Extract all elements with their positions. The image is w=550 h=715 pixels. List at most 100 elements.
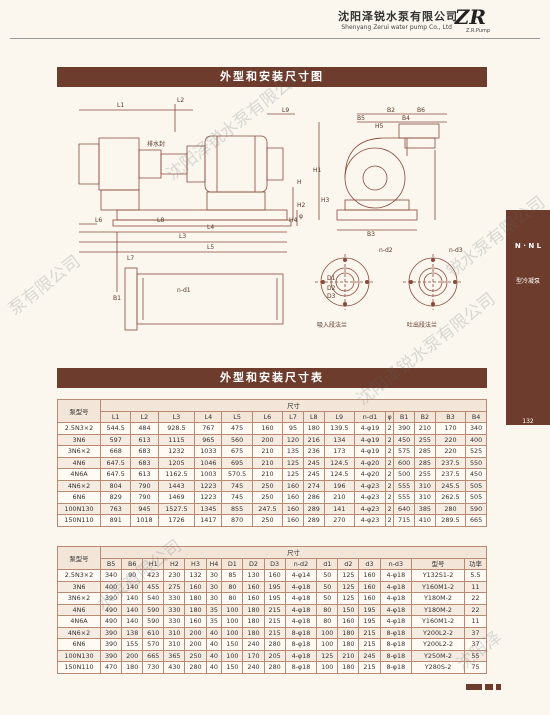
table-cell: 2: [385, 422, 395, 435]
table-cell: 1443: [157, 479, 196, 492]
table-cell: 1033: [194, 445, 223, 458]
table-cell: 4-φ18: [284, 615, 318, 628]
table-cell: 390: [99, 626, 123, 639]
table-cell: 180: [121, 661, 144, 674]
table-cell: 4-φ18: [284, 649, 318, 662]
table-cell: 22: [463, 592, 488, 605]
table-cell: 289.5: [434, 514, 467, 527]
table-cell: 4-φ20: [353, 456, 387, 469]
table-cell: 80: [316, 603, 339, 616]
table1-col-header: L2: [130, 410, 159, 423]
table-cell: 550: [465, 456, 487, 469]
table1-col-header: L1: [99, 410, 132, 423]
table-cell: 4-φ18: [379, 580, 413, 593]
dimension-label: n-d2: [379, 247, 393, 254]
dimension-label: L9: [282, 107, 289, 114]
table-cell: 37: [463, 626, 488, 639]
table-cell: 50: [316, 592, 339, 605]
table-cell: 730: [142, 661, 165, 674]
table-cell: 4-φ18: [379, 615, 413, 628]
table-cell: 125: [282, 456, 304, 469]
table-cell: 575: [393, 445, 415, 458]
table-cell: 262.5: [434, 491, 467, 504]
table-cell: 560: [221, 433, 253, 446]
table-cell: Y180M-2: [411, 592, 465, 605]
table-cell: 4-φ19: [353, 445, 387, 458]
table-cell: 160: [184, 615, 207, 628]
table-cell: 286: [302, 491, 325, 504]
table-cell: 240: [242, 638, 265, 651]
table-cell: 195: [358, 615, 381, 628]
table-cell-model: 150N110: [57, 661, 101, 674]
table-cell: 196: [323, 479, 355, 492]
table-cell: 160: [242, 580, 265, 593]
table-cell: 490: [99, 615, 123, 628]
table-cell: 80: [316, 615, 339, 628]
table-cell: 2: [385, 456, 395, 469]
table2-col-header: 功率: [463, 557, 488, 570]
table-cell: 855: [221, 502, 253, 515]
drawing-section-title: 外型和安装尺寸图: [57, 67, 487, 87]
table-cell: Y180M-2: [411, 603, 465, 616]
table-cell: 8-φ18: [379, 626, 413, 639]
table-cell: Y132S1-2: [411, 569, 465, 582]
table-cell: 250: [251, 479, 284, 492]
table-cell: 236: [302, 445, 325, 458]
table2-col-header: 型号: [411, 557, 465, 570]
table-cell: 500: [393, 468, 415, 481]
dimension-label: φ: [299, 213, 303, 220]
table-cell: 160: [282, 502, 304, 515]
table-cell: 210: [323, 491, 355, 504]
table-cell: 683: [130, 456, 159, 469]
table-cell: 330: [163, 603, 186, 616]
table-cell: 180: [242, 626, 265, 639]
table-cell: 160: [358, 592, 381, 605]
table-cell: 125: [337, 580, 360, 593]
table2-col-header: H1: [142, 557, 165, 570]
table-cell: 150: [337, 603, 360, 616]
table-cell: 1345: [194, 502, 223, 515]
table-cell: 160: [263, 569, 286, 582]
table2-header-model: 泵型号: [57, 546, 101, 570]
table1-col-header: L4: [194, 410, 223, 423]
cooling-water-label: 排水封: [147, 140, 165, 148]
table-cell: 505: [465, 479, 487, 492]
dimension-label: D3: [327, 293, 336, 300]
table-cell: 590: [142, 603, 165, 616]
table-cell: 100: [221, 649, 244, 662]
table-cell: 170: [434, 422, 467, 435]
table-cell: 8-φ18: [284, 661, 318, 674]
table-cell: 340: [465, 422, 487, 435]
table-cell: 40: [205, 649, 223, 662]
table1-col-header: L6: [251, 410, 284, 423]
dimension-label: B2: [387, 107, 395, 114]
dimension-label: H4: [289, 217, 298, 224]
discharge-flange-label: 吐出段法兰: [407, 321, 437, 329]
table-cell: 40: [205, 638, 223, 651]
table-cell: 385: [413, 502, 436, 515]
table-cell: 410: [413, 514, 436, 527]
table-cell: 330: [163, 615, 186, 628]
table-cell: 250: [251, 491, 284, 504]
table-cell: 390: [99, 649, 123, 662]
table-cell: 35: [205, 615, 223, 628]
table-cell: 216: [302, 433, 325, 446]
table-cell: 40: [205, 661, 223, 674]
table2-col-header: H4: [205, 557, 223, 570]
dimension-label: B1: [113, 295, 121, 302]
table-cell: 555: [393, 479, 415, 492]
dimension-label: L6: [95, 217, 102, 224]
table-cell: 590: [142, 615, 165, 628]
table1-col-header: L7: [282, 410, 304, 423]
table-cell: 683: [130, 445, 159, 458]
table-cell: 180: [242, 615, 265, 628]
table-cell-model: 4N6: [57, 456, 101, 469]
header-divider: [10, 38, 540, 39]
table-cell: 280: [263, 661, 286, 674]
